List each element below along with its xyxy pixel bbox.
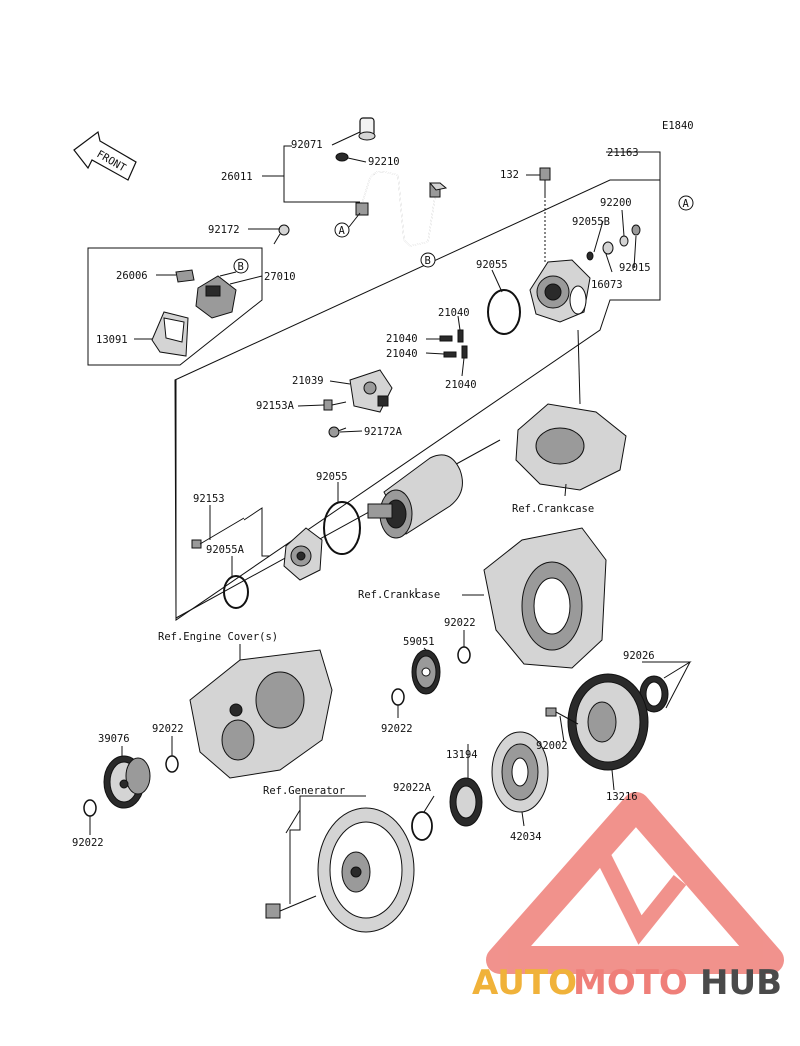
oring-92055B (586, 251, 594, 261)
ref-label-generator: Ref.Generator (263, 785, 345, 797)
part-label-21040-d: 21040 (445, 379, 477, 391)
starter-end-cover-21163 (529, 259, 591, 323)
svg-text:A: A (339, 225, 346, 237)
watermark-auto: AUTO (472, 963, 577, 1003)
leader-lines (89, 131, 692, 904)
relay-group-outline (87, 247, 263, 366)
front-arrow-icon: FRONT (73, 130, 137, 181)
part-label-92055-top: 92055 (476, 259, 508, 271)
part-label-92172A: 92172A (364, 426, 403, 438)
idle-gear-59051 (411, 649, 441, 695)
bolt-92153A (323, 399, 347, 411)
part-label-92022A: 92022A (393, 782, 432, 794)
ref-label-crankcase-upper: Ref.Crankcase (512, 503, 594, 515)
starter-motor-body (367, 454, 463, 539)
part-label-92022-a: 92022 (444, 617, 476, 629)
relay-cover-13091 (151, 311, 189, 357)
ref-circle-a-1: A (334, 222, 350, 238)
starter-relay-27010 (195, 271, 237, 319)
part-label-92022-d: 92022 (72, 837, 104, 849)
washer-92022-b (391, 688, 405, 706)
starter-cable (355, 171, 448, 247)
ref-circle-b-1: B (420, 252, 436, 268)
engine-cover-ref (189, 649, 333, 779)
oring-92055-top (487, 289, 521, 335)
bolt-92153 (191, 517, 245, 549)
part-label-92055A: 92055A (206, 544, 245, 556)
starter-assembly-outline (174, 179, 661, 621)
part-label-92210: 92210 (368, 156, 400, 168)
nut-92015 (631, 224, 641, 236)
part-label-21040-b: 21040 (386, 333, 418, 345)
part-label-92026: 92026 (623, 650, 655, 662)
ref-label-crankcase-lower: Ref.Crankcase (358, 589, 440, 601)
part-label-92153A: 92153A (256, 400, 295, 412)
svg-text:B: B (238, 261, 244, 273)
oil-seal-92026 (639, 675, 669, 713)
part-label-92055-mid: 92055 (316, 471, 348, 483)
ref-circle-b-2: B (233, 258, 249, 274)
part-label-92022-c: 92022 (152, 723, 184, 735)
part-label-13091: 13091 (96, 334, 128, 346)
oring-92055A (223, 575, 249, 609)
part-label-92200: 92200 (600, 197, 632, 209)
part-label-16073: 16073 (591, 279, 623, 291)
part-label-132: 132 (500, 169, 519, 181)
crankcase-ref-upper (515, 329, 627, 491)
svg-text:B: B (425, 255, 431, 267)
terminal-boot-92071 (358, 117, 376, 141)
part-label-27010: 27010 (264, 271, 296, 283)
watermark-hub: HUB (700, 963, 782, 1003)
part-label-13216: 13216 (606, 791, 638, 803)
part-label-92002: 92002 (536, 740, 568, 752)
starter-clutch-42034 (491, 731, 549, 813)
part-label-21163: 21163 (607, 147, 639, 159)
brush-holder-21039 (349, 369, 393, 413)
watermark-logo (486, 792, 784, 974)
starter-front-cover (283, 527, 323, 581)
crankcase-ref-lower (483, 527, 607, 669)
bolt-92172 (273, 224, 290, 245)
washer-92022A (411, 811, 433, 841)
oring-92055-mid (323, 501, 361, 555)
washer-92200 (619, 235, 629, 247)
washer-16073 (602, 241, 614, 255)
screw-92172A (328, 426, 347, 438)
washer-92022-d (83, 799, 97, 817)
svg-text:A: A (683, 198, 690, 210)
washer-92022-c (165, 755, 179, 773)
generator-rotor-ref (317, 807, 415, 933)
part-label-92172: 92172 (208, 224, 240, 236)
part-label-59051: 59051 (403, 636, 435, 648)
watermark-moto: MOTO (573, 963, 688, 1003)
watermark-text: AUTO MOTO HUB (472, 963, 782, 1003)
bolt-92002 (545, 707, 579, 725)
connector-26006 (175, 269, 195, 283)
brushes-21040 (439, 329, 468, 359)
part-label-92055B: 92055B (572, 216, 610, 228)
starter-gear-13216 (567, 673, 649, 771)
part-label-21040-c: 21040 (386, 348, 418, 360)
part-label-92022-b: 92022 (381, 723, 413, 735)
generator-bolt (265, 895, 317, 919)
part-label-21040-a: 21040 (438, 307, 470, 319)
part-label-13194: 13194 (446, 749, 478, 761)
diagram-code: E1840 (662, 120, 694, 132)
part-label-92015: 92015 (619, 262, 651, 274)
washer-92022-a (457, 646, 471, 664)
part-label-42034: 42034 (510, 831, 542, 843)
idle-gear-39076 (103, 755, 151, 809)
nut-92210 (335, 152, 349, 162)
part-label-92153: 92153 (193, 493, 225, 505)
part-label-21039: 21039 (292, 375, 324, 387)
ref-label-engine-cover: Ref.Engine Cover(s) (158, 631, 278, 643)
part-label-26011: 26011 (221, 171, 253, 183)
bolt-132 (539, 167, 551, 262)
bearing-13194 (449, 777, 483, 827)
ref-circle-a-2: A (678, 195, 694, 211)
part-label-39076: 39076 (98, 733, 130, 745)
part-label-92071: 92071 (291, 139, 323, 151)
part-label-26006: 26006 (116, 270, 148, 282)
